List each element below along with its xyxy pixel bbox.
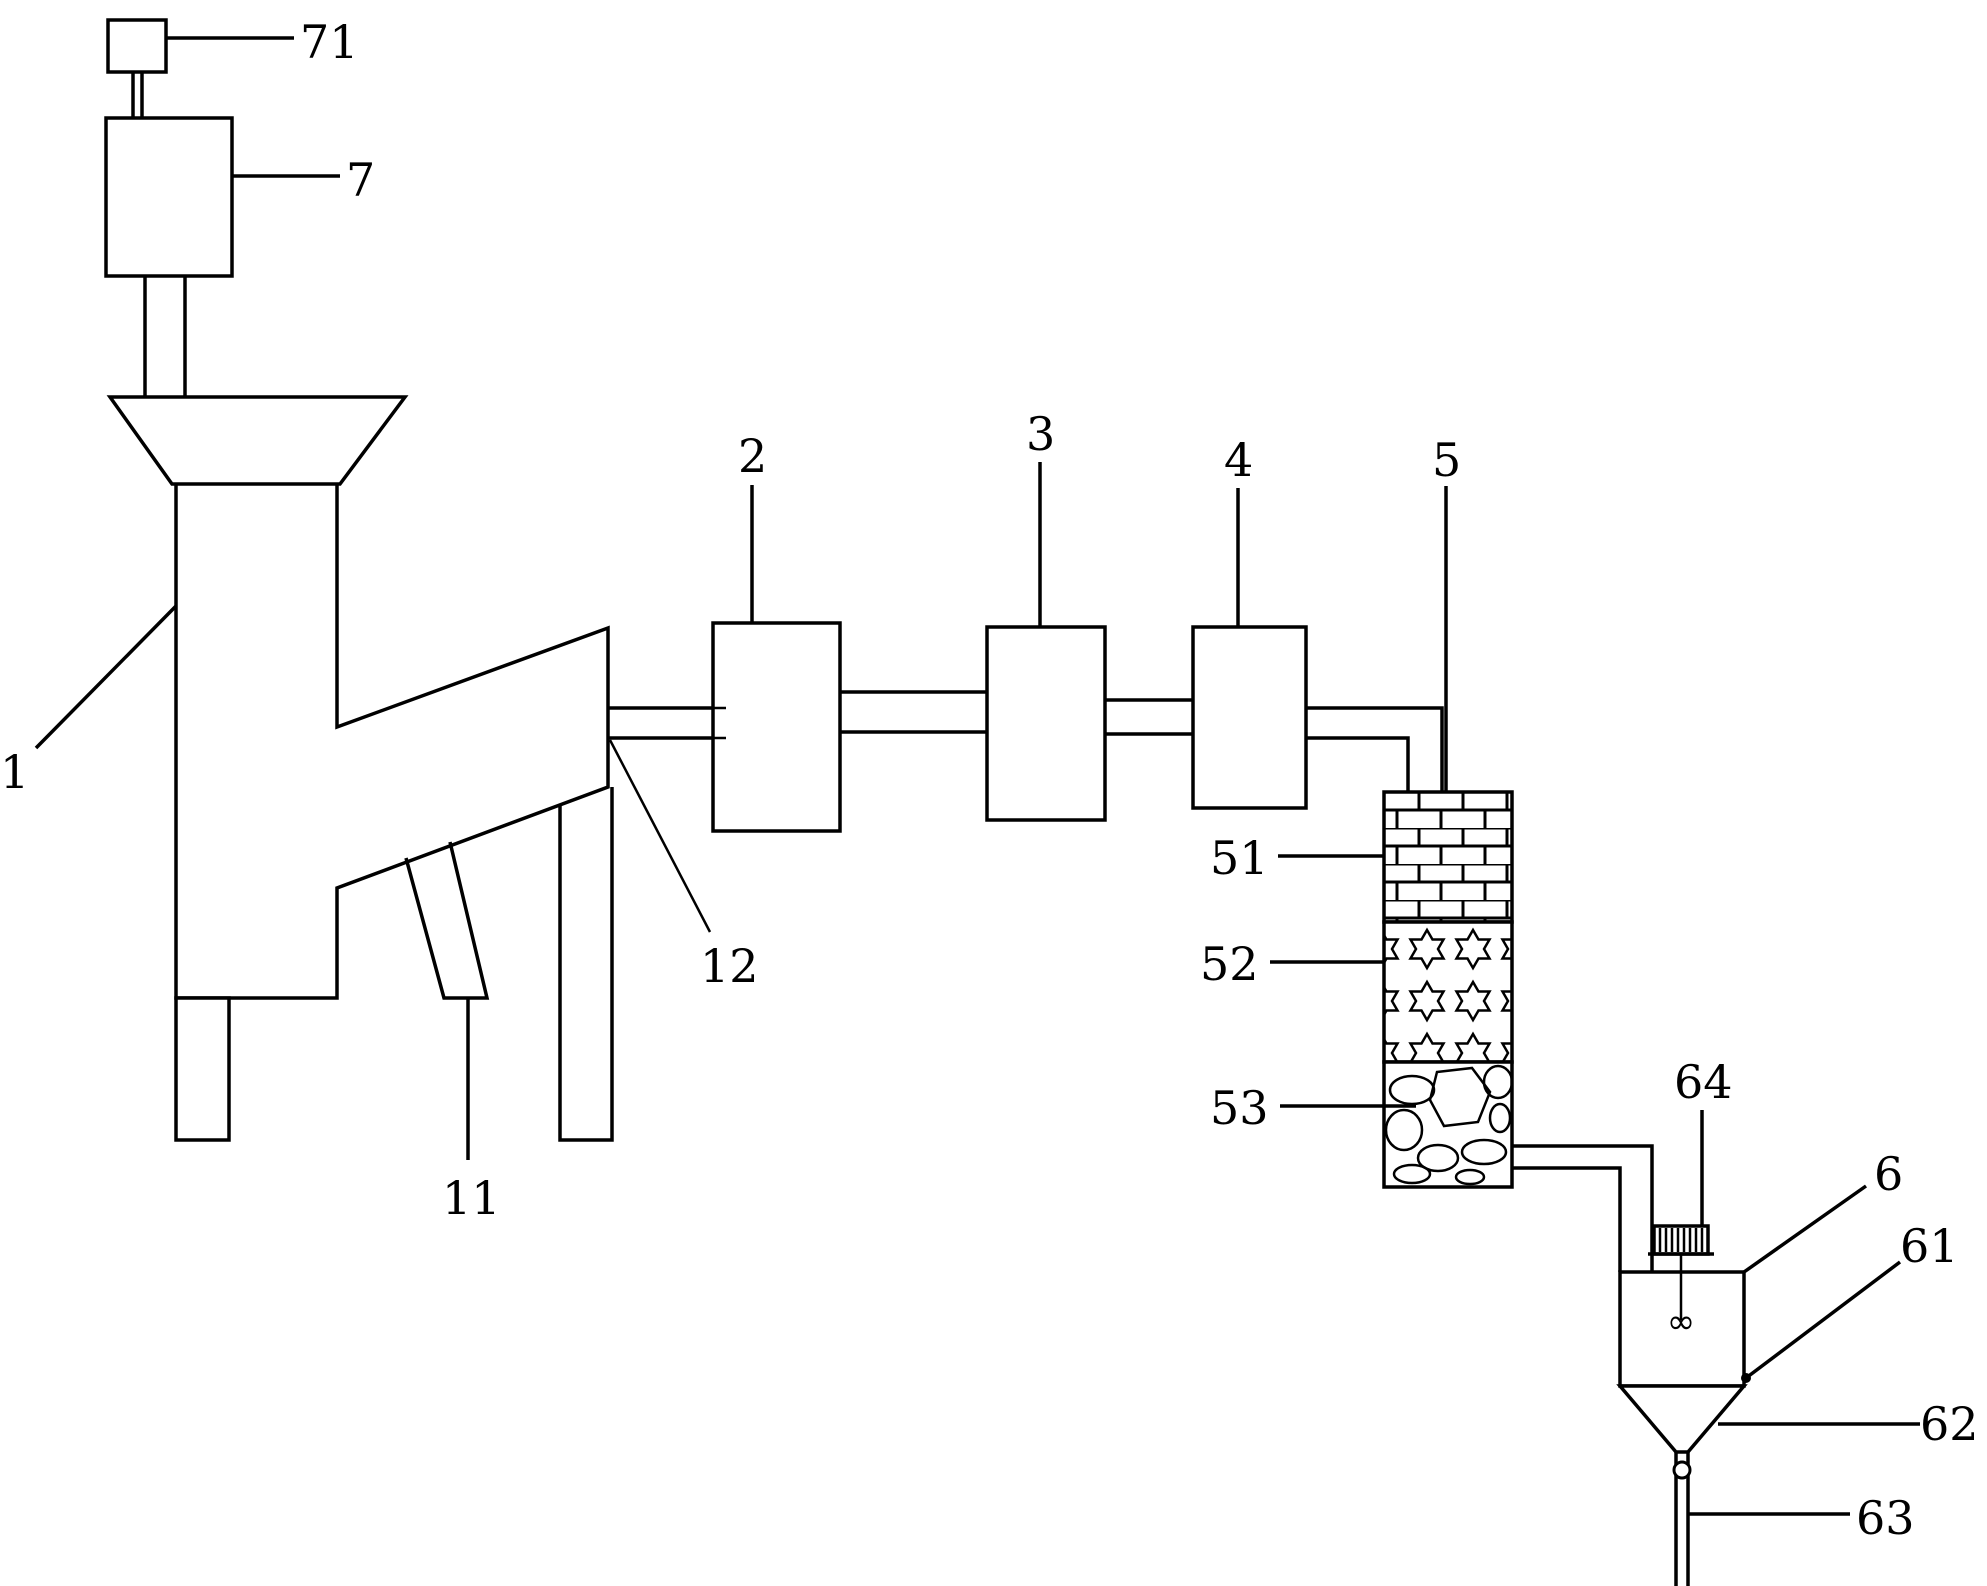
- pipe-4-5-top: [1306, 706, 1444, 792]
- label-61: 61: [1900, 1219, 1959, 1273]
- stone: [1488, 1102, 1512, 1134]
- unit-7-box: [104, 116, 234, 278]
- label-12: 12: [700, 939, 759, 993]
- label-63: 63: [1856, 1491, 1915, 1545]
- unit-7-assembly: [104, 18, 234, 397]
- hopper: [106, 395, 409, 486]
- leader-12: [608, 739, 712, 933]
- number-labels: 71 7 1 2 3 4 5 12 11 51 52 53 64 6 61 62…: [0, 15, 1979, 1545]
- label-53: 53: [1210, 1081, 1269, 1135]
- stone: [1460, 1138, 1508, 1166]
- leader-lines: [34, 36, 1920, 1516]
- motor-71-box: [106, 18, 168, 74]
- stone: [1416, 1143, 1460, 1173]
- tank-cone-62: [1616, 1384, 1748, 1454]
- unit-1-reactor: [106, 395, 614, 1142]
- label-71: 71: [300, 15, 359, 69]
- stones: [1384, 1064, 1514, 1186]
- label-5: 5: [1432, 433, 1461, 487]
- label-3: 3: [1026, 407, 1055, 461]
- outlet-11: [404, 841, 490, 1000]
- stone: [1454, 1168, 1486, 1186]
- pipe-5-6-bottom: [1512, 1166, 1622, 1272]
- unit-3-box: [985, 625, 1107, 822]
- layer-52-stars: [1382, 920, 1514, 1064]
- reactor-body: [174, 484, 610, 1000]
- valve-icon: [1672, 1460, 1692, 1480]
- right-leg: [558, 787, 614, 1142]
- unit-6-tank: ∞: [1616, 1224, 1751, 1586]
- label-11: 11: [442, 1171, 501, 1225]
- label-4: 4: [1224, 433, 1253, 487]
- stone: [1428, 1066, 1492, 1128]
- label-1: 1: [0, 745, 29, 799]
- stone: [1482, 1064, 1514, 1100]
- label-52: 52: [1200, 937, 1259, 991]
- stone: [1392, 1163, 1432, 1185]
- unit-4-box: [1191, 625, 1308, 810]
- unit-5-filter-column: [1382, 790, 1514, 1189]
- stone: [1384, 1108, 1424, 1152]
- stirrer-blade-icon: ∞: [1667, 1302, 1695, 1342]
- stone: [1388, 1074, 1436, 1106]
- leader-1: [34, 604, 178, 750]
- motor-64-hatch: [1658, 1228, 1704, 1252]
- leader-6: [1742, 1184, 1868, 1274]
- motor-64-box: [1652, 1224, 1710, 1256]
- pipe-4-5-bottom: [1306, 736, 1410, 792]
- layer-51-brick: [1382, 790, 1514, 924]
- label-62: 62: [1920, 1397, 1979, 1451]
- pipe-5-6-top: [1512, 1144, 1654, 1272]
- label-2: 2: [738, 429, 767, 483]
- label-7: 7: [346, 153, 375, 207]
- unit-2-box: [711, 621, 842, 833]
- label-51: 51: [1210, 831, 1269, 885]
- connecting-pipes: [608, 690, 1654, 1272]
- left-leg: [174, 996, 231, 1142]
- label-64: 64: [1674, 1055, 1733, 1109]
- label-6: 6: [1874, 1147, 1903, 1201]
- leader-61: [1744, 1260, 1902, 1380]
